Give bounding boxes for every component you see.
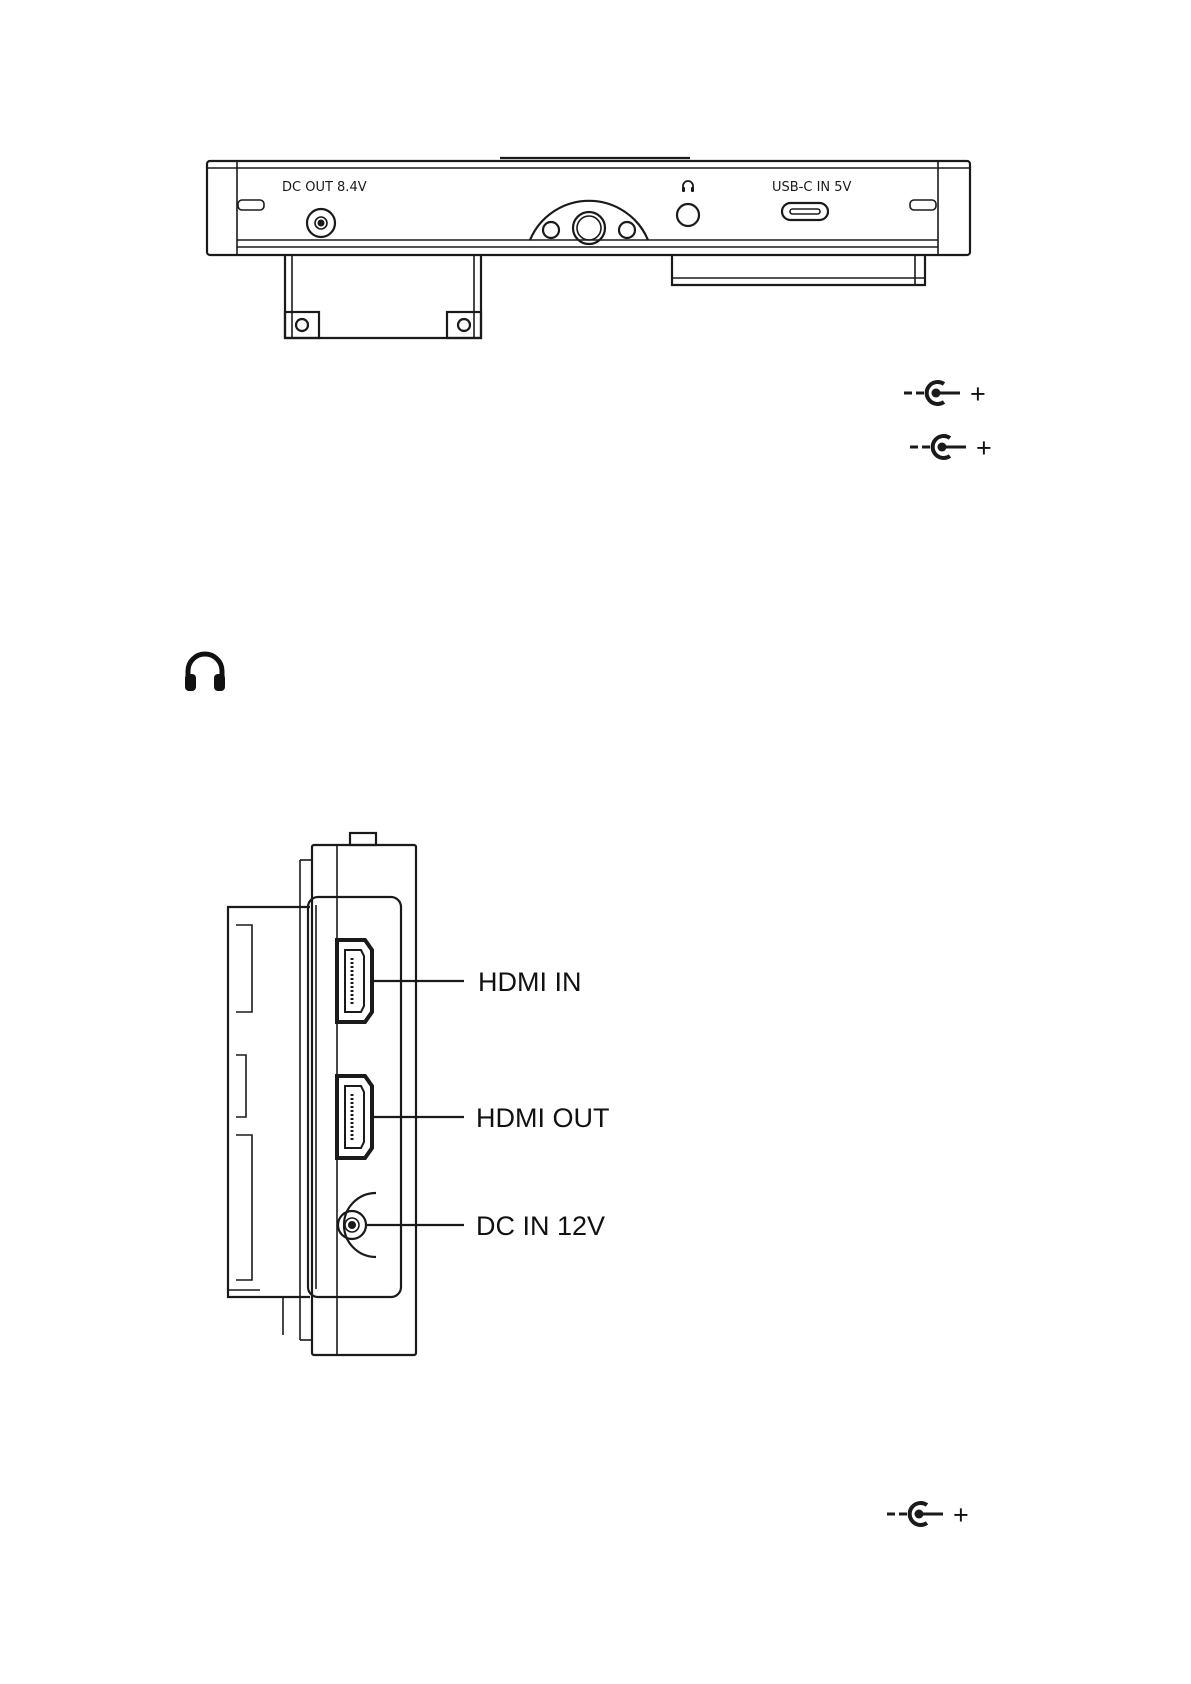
polarity-plus: + bbox=[976, 433, 992, 463]
top-nub bbox=[350, 833, 376, 845]
plate-notch-2 bbox=[236, 1055, 246, 1117]
battery-lock-right-hole bbox=[458, 319, 470, 331]
dc-polarity-icon bbox=[904, 382, 960, 404]
dc-polarity-icon bbox=[910, 436, 966, 458]
polarity-symbol: + bbox=[910, 433, 992, 463]
plate-notch-3 bbox=[236, 1135, 252, 1280]
usb-c-port bbox=[782, 203, 828, 220]
headphone-jack bbox=[677, 204, 699, 226]
headphone-icon bbox=[682, 181, 694, 192]
hdmi-in-label: HDMI IN bbox=[478, 967, 582, 997]
mount-pin-right bbox=[619, 222, 635, 238]
dc-polarity-icon bbox=[887, 1503, 943, 1525]
top-view-device: DC OUT 8.4V USB-C IN 5V bbox=[207, 158, 970, 338]
mount-pin-left bbox=[543, 222, 559, 238]
polarity-symbol: + bbox=[904, 379, 986, 409]
battery-lock-left-hole bbox=[296, 319, 308, 331]
side-rail bbox=[672, 255, 925, 285]
left-slot bbox=[238, 200, 264, 210]
mount-arc bbox=[530, 201, 648, 240]
dc-out-label: DC OUT 8.4V bbox=[282, 180, 367, 195]
usb-c-tongue bbox=[790, 209, 820, 214]
dc-in-label: DC IN 12V bbox=[476, 1211, 605, 1241]
side-rail-end bbox=[915, 255, 925, 285]
dc-out-pin bbox=[318, 220, 325, 227]
hdmi-out-port bbox=[337, 1076, 372, 1158]
hdmi-out-label: HDMI OUT bbox=[476, 1103, 609, 1133]
dc-in-pin bbox=[348, 1221, 356, 1229]
polarity-symbol: + bbox=[887, 1500, 969, 1530]
port-panel bbox=[308, 897, 401, 1297]
battery-plate bbox=[285, 255, 481, 338]
plate-notch-1 bbox=[236, 925, 252, 1012]
polarity-plus: + bbox=[953, 1500, 969, 1530]
side-view-device: HDMI IN HDMI OUT DC IN 12V bbox=[228, 833, 609, 1355]
hdmi-in-port bbox=[337, 940, 372, 1022]
battery-plate-side bbox=[228, 907, 310, 1297]
usb-c-in-label: USB-C IN 5V bbox=[772, 180, 852, 195]
polarity-plus: + bbox=[970, 379, 986, 409]
mount-screw-inner bbox=[577, 216, 601, 240]
right-slot bbox=[910, 200, 936, 210]
battery-lock-left bbox=[285, 312, 319, 338]
headphone-icon bbox=[185, 654, 225, 691]
battery-lock-right bbox=[447, 312, 481, 338]
